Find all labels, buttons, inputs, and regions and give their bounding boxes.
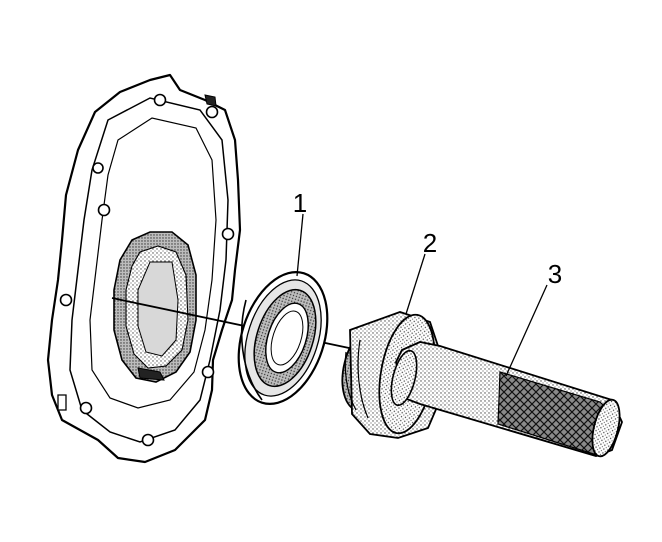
callout-label-2: 2 <box>423 228 437 258</box>
installer-shaft-part-3 <box>390 341 623 458</box>
leader-line-3 <box>505 284 548 377</box>
bolt-hole-icon <box>92 162 104 174</box>
callout-leaders <box>296 213 548 377</box>
housing-cover <box>46 73 242 464</box>
housing-lug <box>57 394 67 411</box>
callout-label-3: 3 <box>548 259 562 289</box>
callout-label-1: 1 <box>293 188 307 218</box>
housing-inner-face <box>89 117 217 409</box>
housing-rim <box>69 97 229 443</box>
bolt-hole-icon <box>141 433 155 447</box>
leader-line-1 <box>296 213 304 277</box>
seal-installer-tool <box>341 311 623 458</box>
shaft-end-face <box>591 398 621 458</box>
bolt-hole-icon <box>79 401 93 415</box>
bolt-hole-icon <box>205 105 219 119</box>
housing-bolt-holes <box>59 93 235 447</box>
bolt-hole-icon <box>59 293 73 307</box>
bolt-hole-icon <box>221 227 235 241</box>
bolt-hole-icon <box>201 365 215 379</box>
bolt-hole-icon <box>97 203 111 217</box>
housing-lug <box>204 94 217 107</box>
leader-line-2 <box>405 253 426 315</box>
seal-part-1 <box>237 270 329 406</box>
callout-labels: 1 2 3 <box>293 188 562 289</box>
bolt-hole-icon <box>153 93 167 107</box>
